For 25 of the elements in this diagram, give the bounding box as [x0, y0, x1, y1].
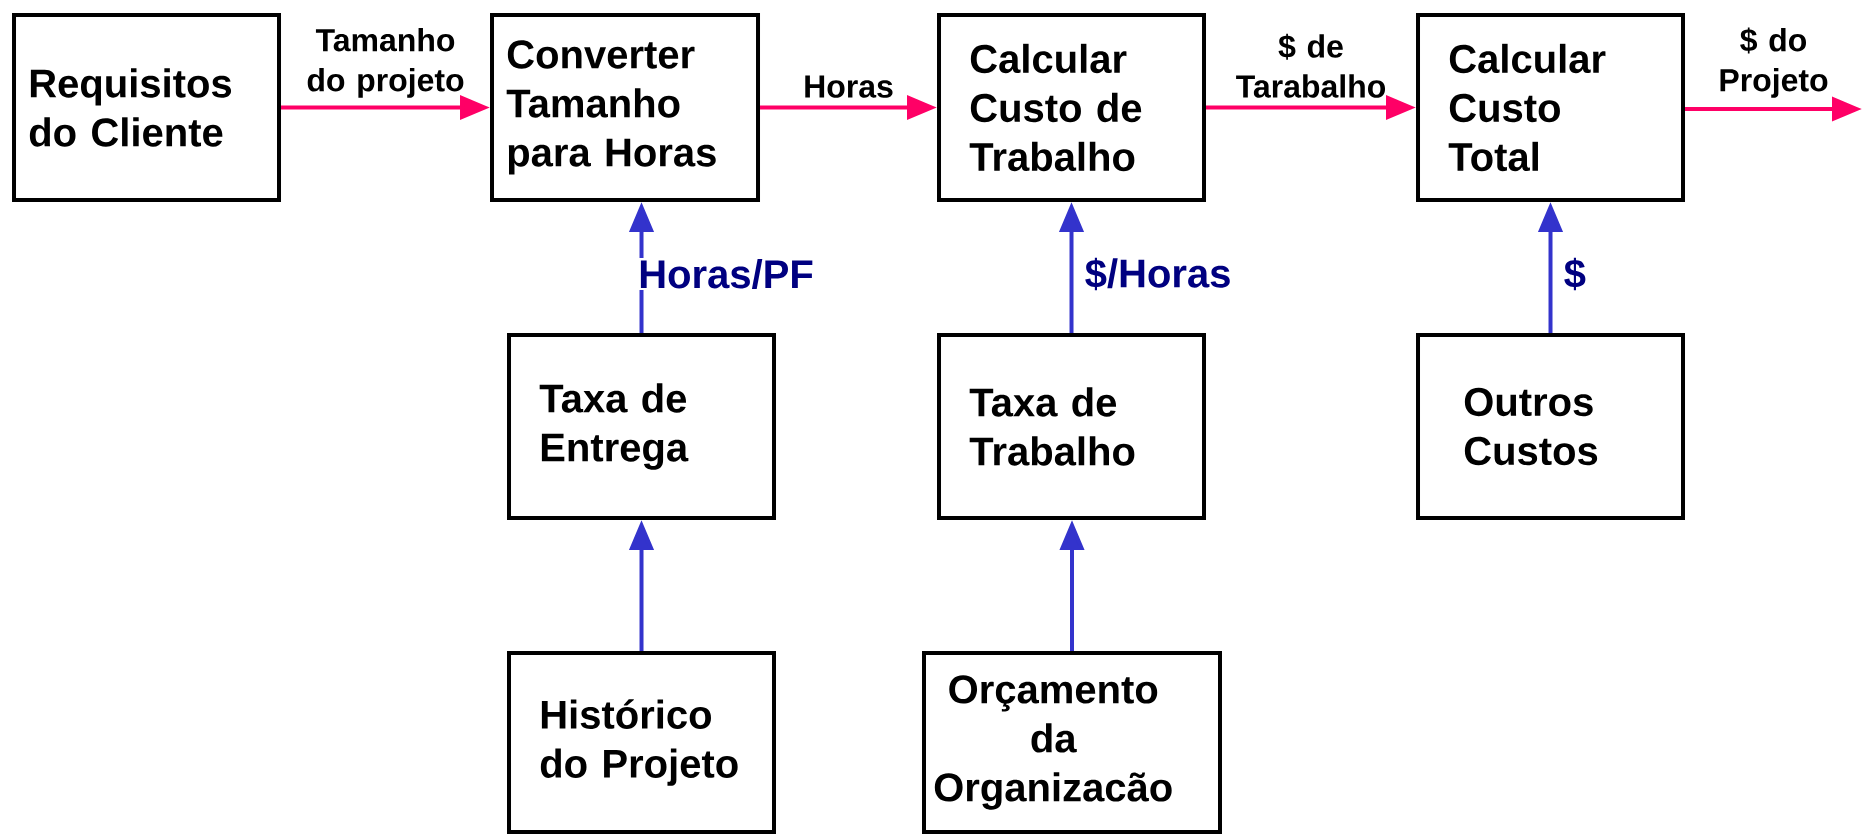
edge-label: Tamanho do projeto — [307, 27, 464, 98]
box-label: Requisitos do Cliente — [29, 68, 232, 147]
box-label: Calcular Custo Total — [1448, 43, 1606, 172]
process-box — [507, 651, 776, 834]
edge-label: $ do Projeto — [1720, 27, 1828, 98]
edge-label: $ — [1562, 256, 1587, 292]
box-label: Taxa de Entrega — [539, 383, 689, 470]
process-box — [937, 13, 1206, 202]
box-label: Converter Tamanho para Horas — [506, 40, 716, 175]
box-label: Taxa de Trabalho — [969, 387, 1135, 466]
edge-label: Horas — [805, 75, 893, 98]
process-box — [922, 651, 1222, 834]
edge-label: $ de Tarabalho — [1236, 33, 1386, 98]
edge-label: $/Horas — [1083, 256, 1233, 292]
box-label: Orçamento da Organizacão — [934, 675, 1172, 810]
box-label: Calcular Custo de Trabalho — [969, 43, 1142, 172]
process-box — [507, 333, 776, 520]
box-label: Outros Custos — [1464, 387, 1598, 466]
process-box — [1416, 333, 1685, 520]
process-box — [1416, 13, 1685, 202]
process-box — [12, 13, 281, 202]
edge-label: Horas/PF — [637, 258, 815, 290]
box-label: Histórico do Projeto — [540, 699, 738, 786]
process-box — [490, 13, 760, 202]
process-box — [937, 333, 1206, 520]
